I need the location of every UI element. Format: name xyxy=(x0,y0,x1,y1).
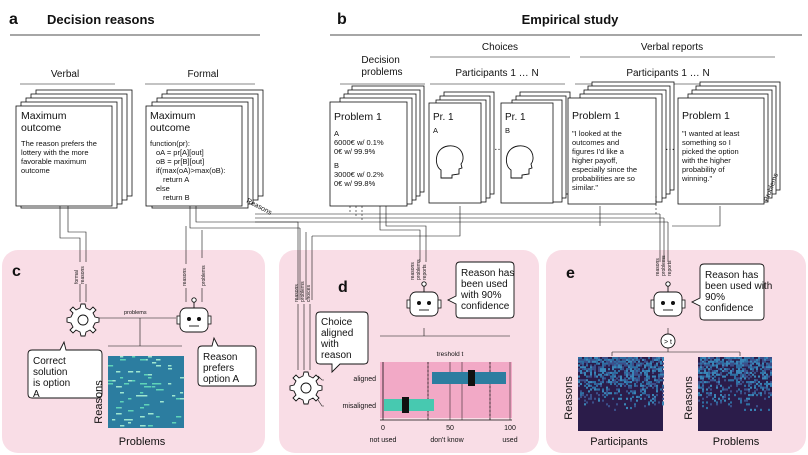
verbal-report-card-n xyxy=(677,97,765,205)
verbal-card-title: Maximum outcome xyxy=(21,110,69,134)
report-1-title: Problem 1 xyxy=(572,110,620,122)
choices-participants-label: Participants 1 … N xyxy=(455,68,538,79)
panel-e-bubble-text: Reason has been used with 90% confidence xyxy=(705,270,775,314)
choices-ellipsis: … xyxy=(494,142,504,153)
verbal-reason-card xyxy=(15,105,113,207)
decision-problems-label: Decision problems xyxy=(361,55,402,78)
panel-d-row-aligned: aligned xyxy=(353,376,376,383)
reports-ellipsis: … xyxy=(665,142,675,153)
panel-c-background xyxy=(2,250,265,453)
panel-c-wire-label-3: reasons xyxy=(182,268,188,286)
panel-e-left-ylabel: Reasons xyxy=(563,376,575,420)
panel-b-title: Empirical study xyxy=(522,12,620,27)
panel-d-tick-50: 50 xyxy=(446,425,454,432)
formal-card-code: function(pr): oA = pr[A][out] oB = pr[B]… xyxy=(150,139,227,202)
panel-d-robot-wire-3: reports xyxy=(422,264,428,280)
panel-d-bubble-robot-text: Reason has been used with 90% confidence xyxy=(460,268,517,312)
panel-c-bubble-left-text: Correct solution is option A xyxy=(33,356,73,400)
panel-d-gear-icon xyxy=(289,371,323,405)
panel-b-letter: b xyxy=(337,11,347,28)
panel-c-gear-icon xyxy=(66,303,100,337)
panel-d-robot-wire-1: reasons xyxy=(410,262,416,280)
panel-e-letter: e xyxy=(566,265,575,282)
panel-d-gear-wire-3: choices xyxy=(306,285,312,302)
panel-c-wire-label-2: reasons xyxy=(80,266,86,284)
problem-card-lotteries: A 6000€ w/ 0.1% 0€ w/ 99.9% B 3000€ w/ 0… xyxy=(334,129,386,188)
panel-e-left-xlabel: Participants xyxy=(590,436,648,448)
formal-column-label: Formal xyxy=(187,69,218,80)
panel-c-x-label: Problems xyxy=(119,436,166,448)
panel-d-threshold-label: treshold t xyxy=(437,351,464,358)
choice-card-choice-a: A xyxy=(433,126,438,135)
panel-d-bubble-robot xyxy=(446,261,515,319)
panel-c-heatmap xyxy=(108,356,185,428)
panel-e-threshold-symbol: > t xyxy=(664,339,672,346)
verbal-report-card-1 xyxy=(567,97,657,205)
panel-d-aligned-marker xyxy=(468,370,475,386)
panel-d-row-misaligned: misaligned xyxy=(343,403,377,410)
panel-c-bubble-left xyxy=(27,340,103,399)
panel-d-letter: d xyxy=(338,279,348,296)
panel-e-heatmap-problems xyxy=(698,357,772,431)
problem-card xyxy=(329,101,408,207)
panel-e-right-xlabel: Problems xyxy=(713,436,760,448)
panel-a-letter: a xyxy=(9,11,18,28)
choices-label: Choices xyxy=(482,42,518,53)
panel-d-robot-wire-2: problems xyxy=(416,259,422,280)
panel-d-axis-not-used: not used xyxy=(370,437,397,444)
panel-e-wire-label-2: problems xyxy=(661,255,667,276)
panel-d-bubble-gear xyxy=(315,311,369,374)
formal-reason-card xyxy=(145,105,243,207)
panel-d-misaligned-marker xyxy=(402,397,409,413)
reports-participants-label: Participants 1 … N xyxy=(626,68,709,79)
panel-c-y-label: Reasons xyxy=(93,380,105,424)
panel-d-axis-used: used xyxy=(502,437,517,444)
panel-c-bubble-right xyxy=(197,336,257,387)
report-n-text: "I wanted at least something so I picked… xyxy=(681,129,741,183)
report-n-title: Problem 1 xyxy=(682,110,730,122)
panel-d-gear-wire-2: problems xyxy=(300,281,306,302)
panel-c-wire-label-4: problems xyxy=(201,265,207,286)
panel-a-title: Decision reasons xyxy=(47,12,155,27)
verbal-reports-label: Verbal reports xyxy=(641,42,703,53)
verbal-column-label: Verbal xyxy=(51,69,79,80)
panel-c-wire-label-1: formal xyxy=(74,270,80,284)
report-1-text: "I looked at the outcomes and figures I'… xyxy=(572,129,639,192)
choice-card-title-2: Pr. 1 xyxy=(505,112,526,123)
panel-e-heatmap-participants xyxy=(578,357,664,431)
panel-d-bubble-gear-text: Choice aligned with reason xyxy=(320,317,356,361)
panel-d-tick-0: 0 xyxy=(381,425,385,432)
problem-card-title: Problem 1 xyxy=(334,111,382,123)
panel-d-gear-wire-1: reasons xyxy=(294,284,300,302)
panel-d-tick-100: 100 xyxy=(504,425,516,432)
panel-e-right-ylabel: Reasons xyxy=(683,376,695,420)
panel-c-bubble-right-text: Reason prefers option A xyxy=(203,352,240,385)
participant-head-icon-2 xyxy=(505,145,534,179)
formal-card-title: Maximum outcome xyxy=(150,110,198,134)
choice-card-choice-b: B xyxy=(505,126,510,135)
connector-wires xyxy=(59,196,721,300)
panel-c-letter: c xyxy=(12,263,21,280)
panel-c-problems-wire: problems xyxy=(124,310,147,316)
panel-d-strip-chart xyxy=(380,362,512,421)
panel-d-axis-dont-know: don't know xyxy=(430,437,464,444)
choice-card-title: Pr. 1 xyxy=(433,112,454,123)
panel-e-wire-label-3: reports xyxy=(667,260,673,276)
participant-head-icon xyxy=(435,145,464,179)
verbal-card-text: The reason prefers the lottery with the … xyxy=(21,139,99,175)
panel-e-bubble xyxy=(690,263,765,321)
panel-e-wire-label-1: reasons xyxy=(655,258,661,276)
